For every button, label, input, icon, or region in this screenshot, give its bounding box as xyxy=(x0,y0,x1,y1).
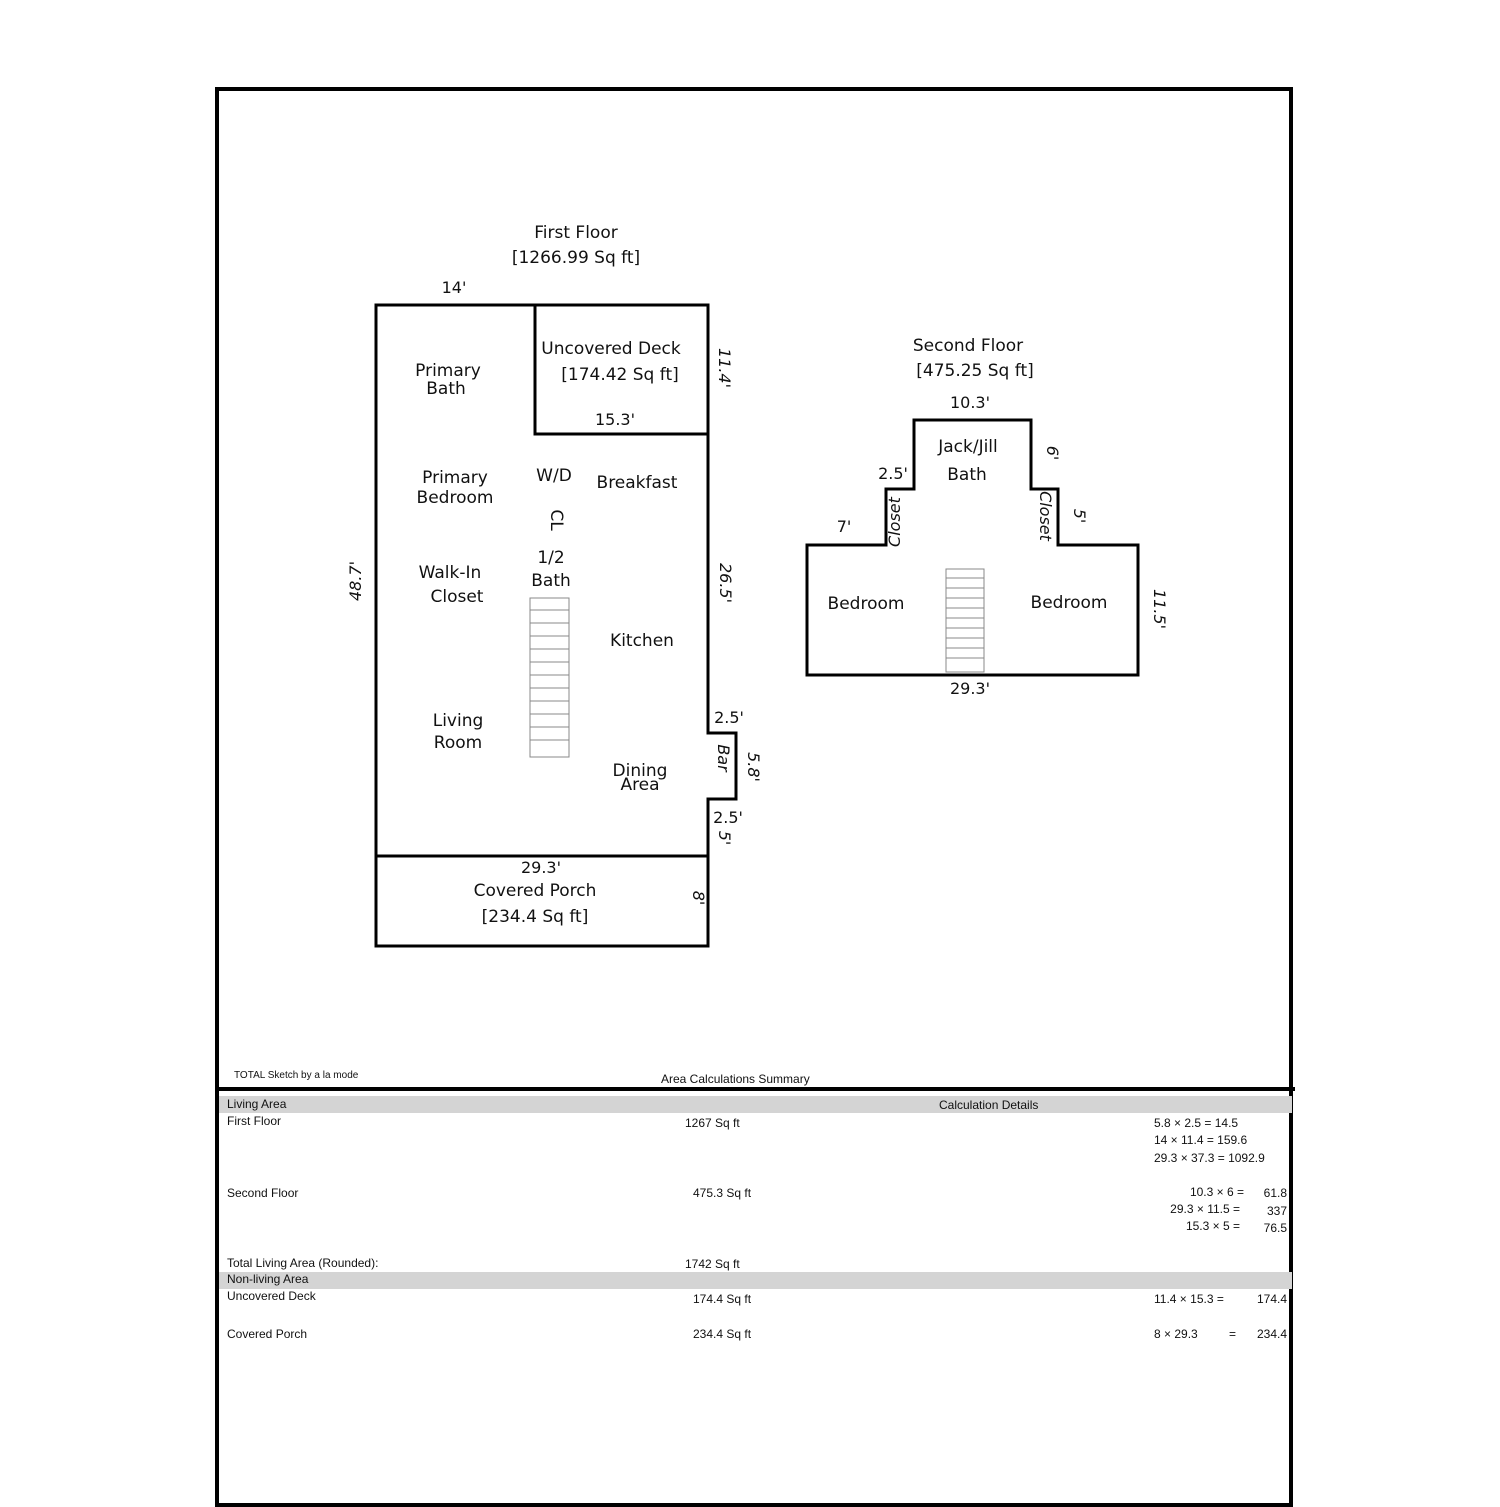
primary-bath-label-2: Bath xyxy=(426,379,466,399)
row-first-floor-calc-3: 29.3 × 37.3 = 1092.9 xyxy=(1154,1151,1265,1165)
second-floor-stairs xyxy=(945,568,985,673)
bar-label: Bar xyxy=(714,744,733,773)
ff-dim-bar-top: 2.5' xyxy=(714,708,744,727)
row-deck-area: 174.4 Sq ft xyxy=(693,1292,752,1306)
first-floor-area: [1266.99 Sq ft] xyxy=(512,248,640,268)
dining-label-1: Dining xyxy=(613,761,668,781)
non-living-header: Non-living Area xyxy=(227,1272,309,1286)
ff-dim-porch-side: 8' xyxy=(689,891,708,906)
ff-dim-left: 48.7' xyxy=(346,561,365,601)
row-porch-area: 234.4 Sq ft xyxy=(693,1327,752,1341)
sf-dim-top: 10.3' xyxy=(950,393,990,412)
ff-dim-deck-bottom: 15.3' xyxy=(595,410,635,429)
credit-text: TOTAL Sketch by a la mode xyxy=(234,1070,359,1081)
ff-dim-top: 14' xyxy=(442,278,467,297)
kitchen-label: Kitchen xyxy=(610,631,674,651)
porch-area: [234.4 Sq ft] xyxy=(482,907,589,927)
row-second-floor-val-3: 76.5 xyxy=(1263,1221,1287,1235)
row-first-floor-calc-1: 5.8 × 2.5 = 14.5 xyxy=(1154,1116,1239,1130)
wd-label: W/D xyxy=(536,466,572,486)
second-floor-outline xyxy=(805,418,1140,677)
second-floor-title: Second Floor xyxy=(913,336,1023,356)
calc-details-header: Calculation Details xyxy=(939,1098,1039,1112)
sf-dim-upper-right: 6' xyxy=(1043,446,1062,461)
ff-dim-lower-right: 5' xyxy=(715,831,734,846)
row-second-floor-area: 475.3 Sq ft xyxy=(693,1186,752,1200)
deck-name: Uncovered Deck xyxy=(541,339,681,359)
walk-in-closet-label-1: Walk-In xyxy=(419,563,482,583)
first-floor-stairs xyxy=(529,597,570,758)
half-bath-label-2: Bath xyxy=(531,571,571,591)
row-second-floor-expr-3: 15.3 × 5 = xyxy=(1185,1219,1240,1233)
second-floor-area: [475.25 Sq ft] xyxy=(916,361,1034,381)
non-living-band xyxy=(219,1272,1292,1289)
primary-bath-label-1: Primary xyxy=(415,361,481,381)
row-deck-val: 174.4 xyxy=(1256,1292,1287,1306)
dining-label-2: Area xyxy=(620,775,659,795)
cl-label: CL xyxy=(546,509,566,531)
sf-dim-right-step: 5' xyxy=(1070,509,1089,524)
summary-title: Area Calculations Summary xyxy=(661,1072,810,1086)
row-porch-expr: 8 × 29.3 xyxy=(1154,1327,1198,1341)
breakfast-label: Breakfast xyxy=(597,473,678,493)
sf-dim-upper-left: 2.5' xyxy=(878,464,908,483)
ff-dim-deck-right: 11.4' xyxy=(715,348,734,388)
ff-dim-bar-bottom: 2.5' xyxy=(713,808,743,827)
row-second-floor-val-1: 61.8 xyxy=(1263,1186,1287,1200)
living-area-header: Living Area xyxy=(227,1097,287,1111)
sf-dim-left-ledge: 7' xyxy=(837,517,852,536)
row-porch-val: 234.4 xyxy=(1256,1327,1287,1341)
row-deck-name: Uncovered Deck xyxy=(227,1289,316,1303)
ff-dim-bar-side: 5.8' xyxy=(744,752,763,782)
ff-dim-bottom: 29.3' xyxy=(521,858,561,877)
primary-bedroom-label-1: Primary xyxy=(422,468,488,488)
ff-dim-right: 26.5' xyxy=(716,563,735,603)
sf-dim-right: 11.5' xyxy=(1150,589,1169,629)
bedroom-left-label: Bedroom xyxy=(828,594,905,614)
primary-bedroom-label-2: Bedroom xyxy=(417,488,494,508)
row-deck-expr: 11.4 × 15.3 = xyxy=(1154,1292,1224,1306)
row-porch-name: Covered Porch xyxy=(227,1327,308,1341)
jack-jill-label-2: Bath xyxy=(947,465,987,485)
half-bath-label-1: 1/2 xyxy=(537,548,564,568)
row-second-floor-val-2: 337 xyxy=(1266,1204,1287,1218)
porch-name: Covered Porch xyxy=(474,881,597,901)
bedroom-right-label: Bedroom xyxy=(1031,593,1108,613)
uncovered-deck-outline xyxy=(533,305,708,436)
row-first-floor-area: 1267 Sq ft xyxy=(685,1116,740,1130)
walk-in-closet-label-2: Closet xyxy=(431,587,484,607)
living-room-label-2: Room xyxy=(434,733,482,753)
first-floor-title: First Floor xyxy=(534,223,617,243)
row-first-floor-calc-2: 14 × 11.4 = 159.6 xyxy=(1154,1133,1248,1147)
row-first-floor-name: First Floor xyxy=(227,1114,281,1128)
total-living-label: Total Living Area (Rounded): xyxy=(227,1256,379,1270)
covered-porch-outline xyxy=(374,854,710,948)
closet-left-label: Closet xyxy=(885,496,904,547)
row-second-floor-expr-2: 29.3 × 11.5 = xyxy=(1170,1202,1240,1216)
total-living-value: 1742 Sq ft xyxy=(685,1257,740,1271)
row-second-floor-expr-1: 10.3 × 6 = xyxy=(1189,1185,1244,1199)
living-area-band xyxy=(219,1096,1292,1113)
living-room-label-1: Living xyxy=(433,711,484,731)
jack-jill-label-1: Jack/Jill xyxy=(937,437,998,457)
sf-dim-bottom: 29.3' xyxy=(950,679,990,698)
deck-area: [174.42 Sq ft] xyxy=(561,365,679,385)
closet-right-label: Closet xyxy=(1036,491,1055,542)
row-porch-eq: = xyxy=(1229,1327,1237,1341)
row-second-floor-name: Second Floor xyxy=(227,1186,299,1200)
